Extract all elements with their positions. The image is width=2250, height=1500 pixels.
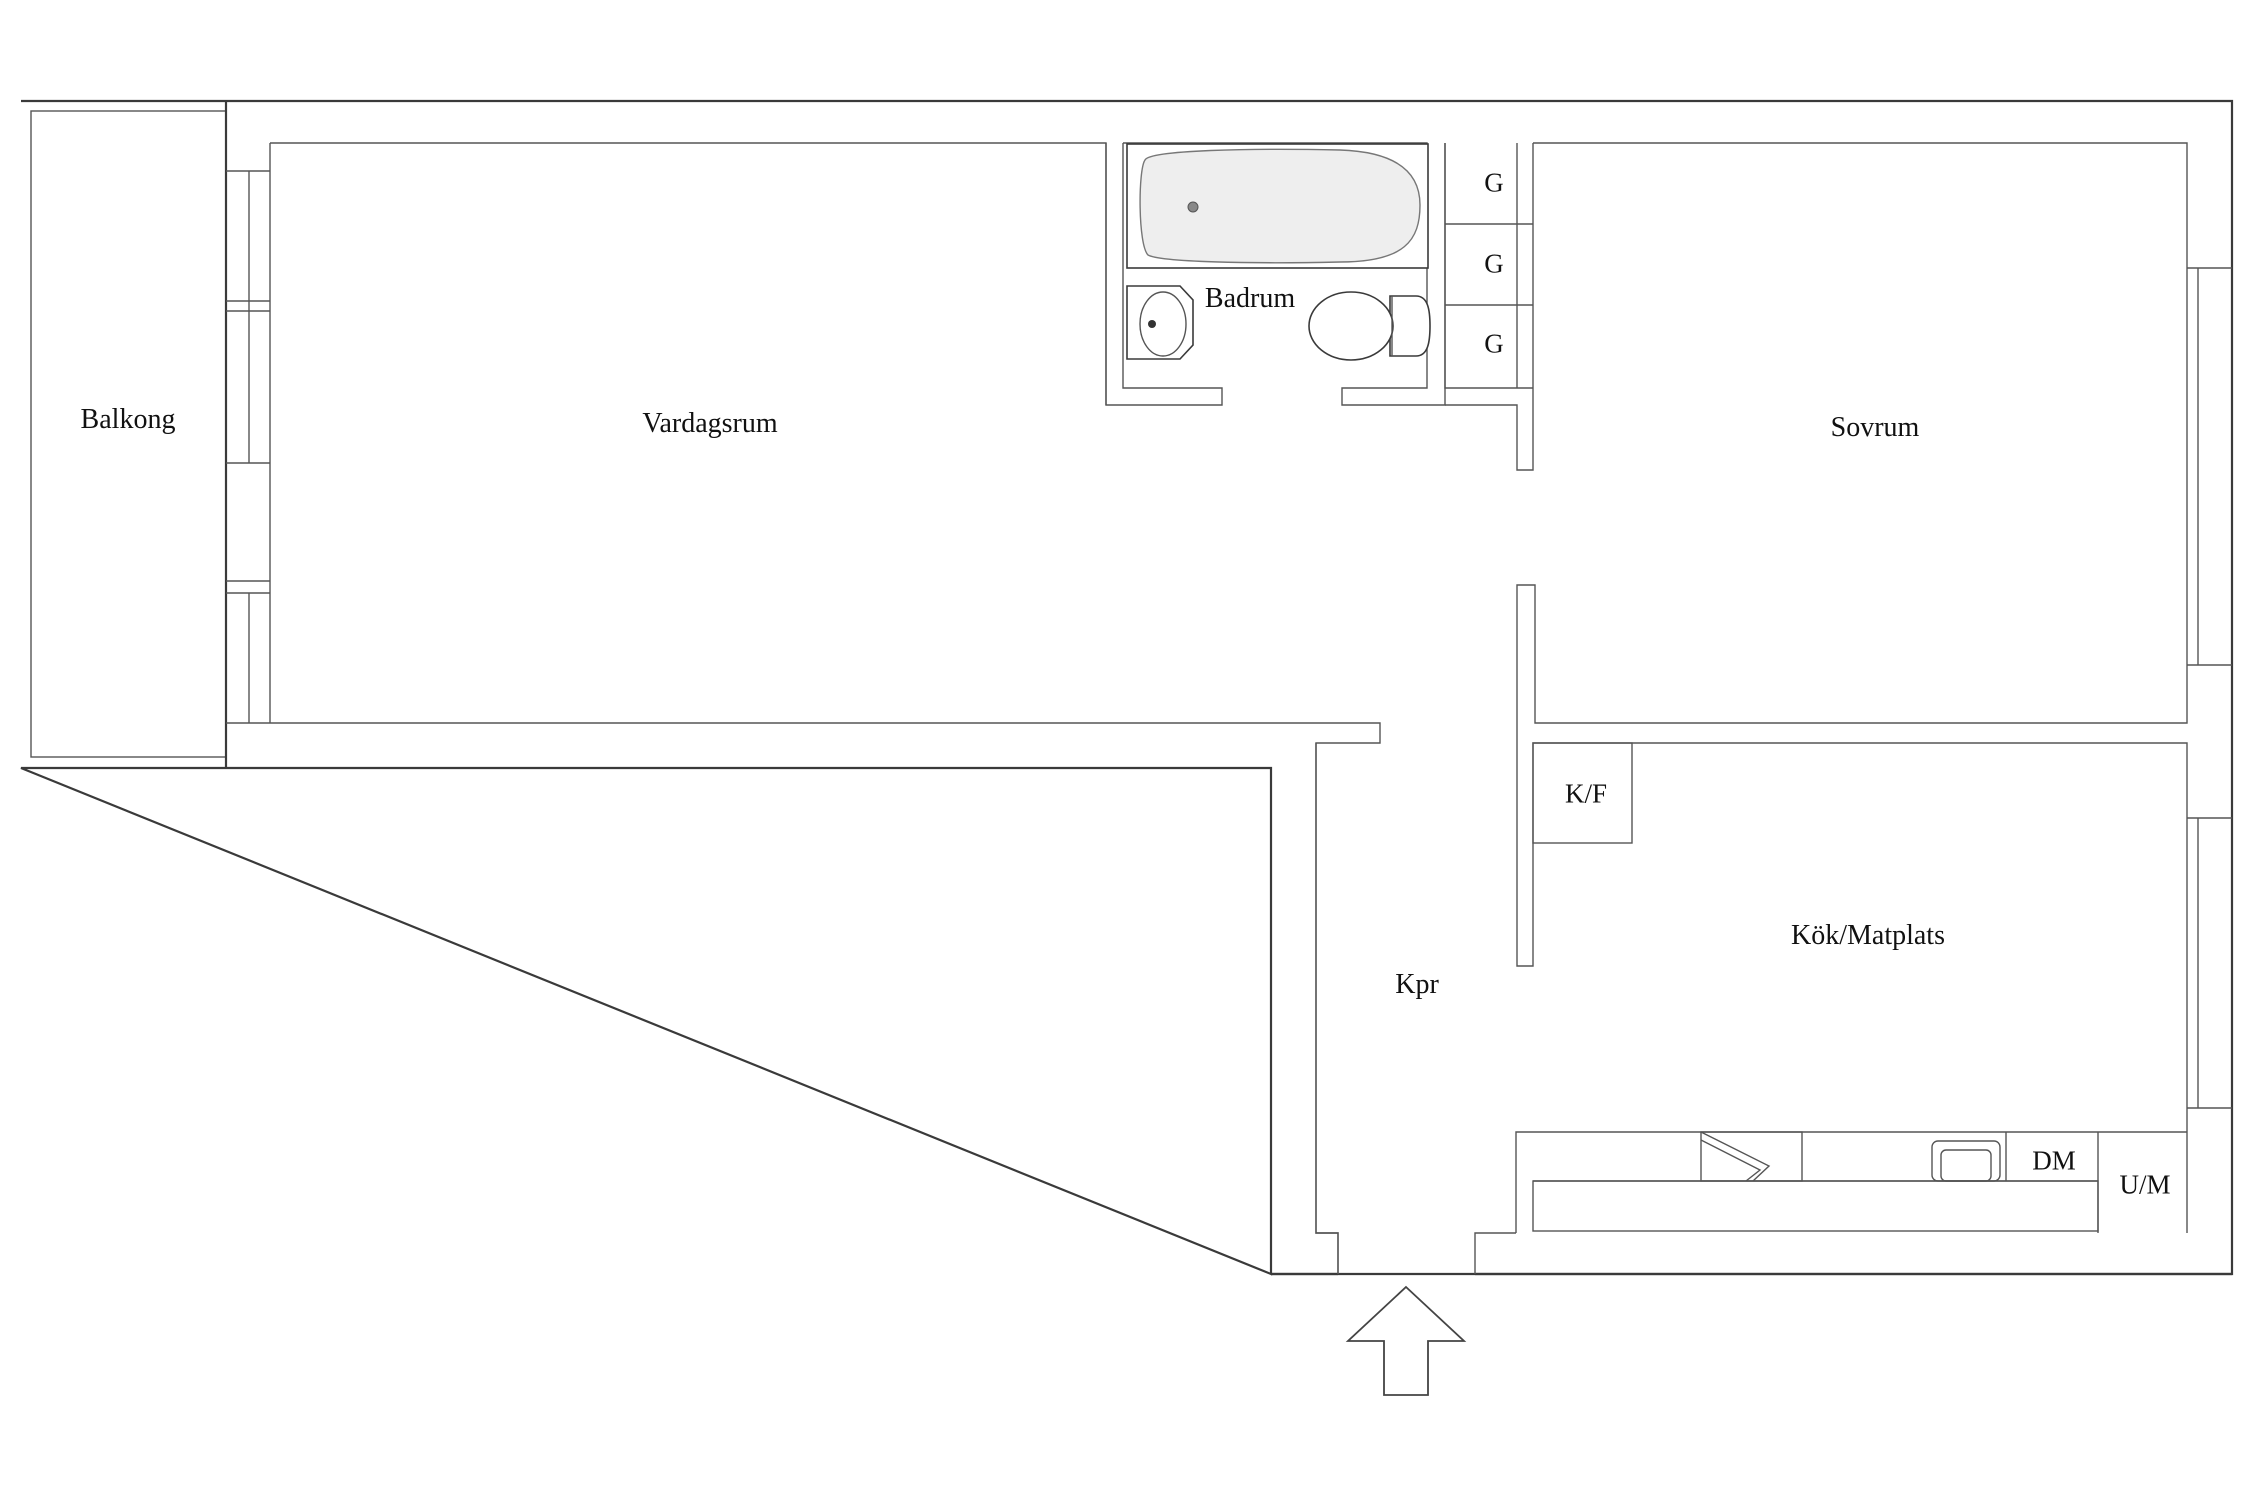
oven-microwave-label: U/M: [2119, 1169, 2171, 1200]
entrance-arrow-icon: [1345, 1285, 1467, 1396]
outer-wall: [20, 99, 2234, 1276]
room-label-vardagsrum: Vardagsrum: [642, 408, 778, 439]
dishwasher-label: DM: [2032, 1145, 2076, 1176]
toilet-tank: [1389, 295, 1431, 357]
wardrobe-label-3: G: [1484, 328, 1504, 359]
room-label-balkong: Balkong: [80, 404, 176, 435]
stove-symbol: [1700, 1131, 1771, 1182]
hall-wall: [1315, 743, 1516, 1274]
kitchen-counter: [1515, 1131, 2187, 1233]
wardrobe-block: [1444, 143, 1533, 389]
kitchen-sink-inner: [1940, 1149, 1992, 1182]
sink-tap: [1148, 320, 1156, 328]
kitchen-sink: [1931, 1140, 2001, 1182]
wardrobe-label-1: G: [1484, 167, 1504, 198]
fridge-freezer: [1532, 742, 1633, 844]
counter-front: [1532, 1180, 2099, 1232]
stove: [1700, 1131, 1803, 1182]
bathtub: [1139, 148, 1421, 264]
fridge-freezer-label: K/F: [1564, 778, 1608, 809]
balcony-window-lower: [226, 580, 270, 723]
room-label-kok-matplats: Kök/Matplats: [1791, 920, 1945, 951]
kitchen-window: [2187, 817, 2232, 1109]
bedroom-wall: [1445, 142, 2188, 1233]
sink-basin: [1139, 291, 1187, 357]
balcony-window-upper: [226, 170, 270, 464]
wardrobe-label-2: G: [1484, 248, 1504, 279]
toilet-bowl: [1308, 291, 1394, 361]
room-label-kpr: Kpr: [1395, 969, 1439, 1000]
bedroom-window: [2187, 267, 2232, 666]
sink: [1126, 285, 1194, 360]
room-label-badrum: Badrum: [1204, 283, 1296, 314]
room-label-sovrum: Sovrum: [1830, 412, 1920, 443]
bathtub-drain: [1187, 201, 1199, 213]
